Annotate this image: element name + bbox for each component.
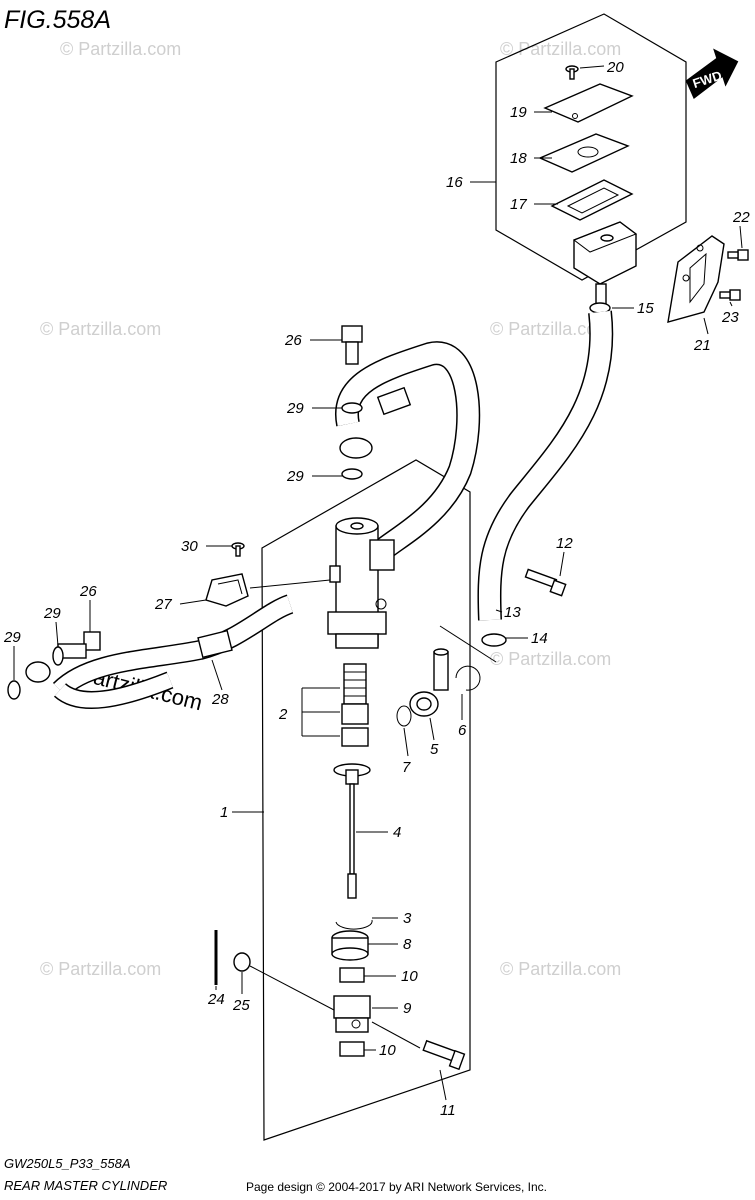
callout-17: 17: [510, 196, 527, 213]
lock-nut-lower: [339, 1041, 365, 1057]
callout-15: 15: [637, 300, 654, 317]
callout-6: 6: [458, 722, 467, 739]
diaphragm-plate: [538, 133, 630, 173]
callout-4: 4: [393, 824, 401, 841]
copyright-notice: Page design © 2004-2017 by ARI Network S…: [246, 1180, 547, 1194]
callout-20: 20: [606, 59, 624, 76]
callout-9: 9: [403, 1000, 412, 1017]
watermark: © Partzilla.com: [490, 649, 611, 669]
sealing-washer-d: [7, 680, 21, 700]
callout-18: 18: [510, 150, 527, 167]
callout-5: 5: [430, 741, 439, 758]
callout-23: 23: [721, 309, 739, 326]
diaphragm: [550, 179, 634, 221]
sealing-washer-c: [52, 646, 64, 666]
sealing-washer-a: [341, 402, 363, 414]
callout-29-a: 29: [286, 400, 304, 417]
watermark: © Partzilla.com: [40, 959, 161, 979]
callout-27: 27: [154, 596, 172, 613]
piston-kit: [341, 663, 369, 747]
callout-7: 7: [402, 759, 411, 776]
callout-26-upper: 26: [284, 332, 302, 349]
hose-connector: [409, 648, 449, 717]
connector-o-ring: [396, 705, 412, 727]
callout-29-b: 29: [286, 468, 304, 485]
callout-28: 28: [211, 691, 229, 708]
push-rod-clevis: [333, 995, 371, 1033]
watermark: © Partzilla.com: [40, 319, 161, 339]
banjo-bolt-upper: [341, 325, 363, 365]
watermark: © Partzilla.com: [500, 959, 621, 979]
master-cylinder-box: [261, 459, 471, 1141]
callout-24: 24: [207, 991, 225, 1008]
callout-13: 13: [504, 604, 521, 621]
callout-11: 11: [440, 1102, 456, 1119]
reservoir-cap: [543, 83, 634, 123]
callout-10-lower: 10: [379, 1042, 396, 1059]
callout-19: 19: [510, 104, 527, 121]
callout-30: 30: [181, 538, 198, 555]
callout-22: 22: [732, 209, 750, 226]
callout-10-upper: 10: [401, 968, 418, 985]
callout-21: 21: [693, 337, 711, 354]
callout-labels: 20 19 18 16 17 22 23 15 21 26 29 29 30 2…: [3, 59, 750, 1119]
callout-25: 25: [232, 997, 250, 1014]
callout-12: 12: [556, 535, 573, 552]
reservoir-bracket: [667, 235, 725, 323]
bracket-bolt-lower: [719, 289, 741, 301]
connector-circlip: [455, 665, 481, 691]
circlip: [335, 919, 373, 930]
banjo-fitting-upper: [339, 437, 373, 459]
plain-washer: [233, 952, 251, 972]
reservoir-body: [572, 221, 638, 305]
hose-clamp-lower: [481, 633, 507, 647]
reservoir-assembly-box: [495, 13, 687, 281]
diagram-name: REAR MASTER CYLINDER: [4, 1178, 167, 1193]
callout-1: 1: [220, 804, 228, 821]
dust-boot: [331, 930, 369, 961]
lock-nut-upper: [339, 967, 365, 983]
watermark: © Partzilla.com: [490, 319, 611, 339]
guide-screw: [231, 542, 245, 557]
banjo-bolt-lower: [57, 631, 101, 659]
diagram-code: GW250L5_P33_558A: [4, 1156, 130, 1171]
callout-29-d: 29: [3, 629, 21, 646]
callout-26-lower: 26: [79, 583, 97, 600]
hose-guide: [205, 573, 249, 607]
banjo-fitting-lower: [25, 661, 51, 683]
callout-14: 14: [531, 630, 548, 647]
watermark: © Partzilla.com: [60, 39, 181, 59]
brake-hose-lower: [53, 595, 294, 697]
callout-2: 2: [278, 706, 288, 723]
callout-16: 16: [446, 174, 463, 191]
push-rod: [333, 763, 371, 899]
callout-8: 8: [403, 936, 412, 953]
reservoir-cap-screw: [565, 65, 579, 80]
master-cylinder-body: [327, 517, 395, 649]
mounting-bolt: [524, 568, 567, 597]
callout-3: 3: [403, 910, 412, 927]
sealing-washer-b: [341, 468, 363, 480]
fwd-arrow-icon: FWD: [685, 48, 739, 100]
watermark: © Partzilla.com: [500, 39, 621, 59]
bracket-bolt-upper: [727, 249, 749, 261]
figure-title: FIG.558A: [4, 6, 111, 34]
clevis-pin: [422, 1039, 466, 1071]
leader-lines: [13, 65, 743, 1101]
brake-hose-upper: [336, 342, 479, 564]
callout-29-c: 29: [43, 605, 61, 622]
